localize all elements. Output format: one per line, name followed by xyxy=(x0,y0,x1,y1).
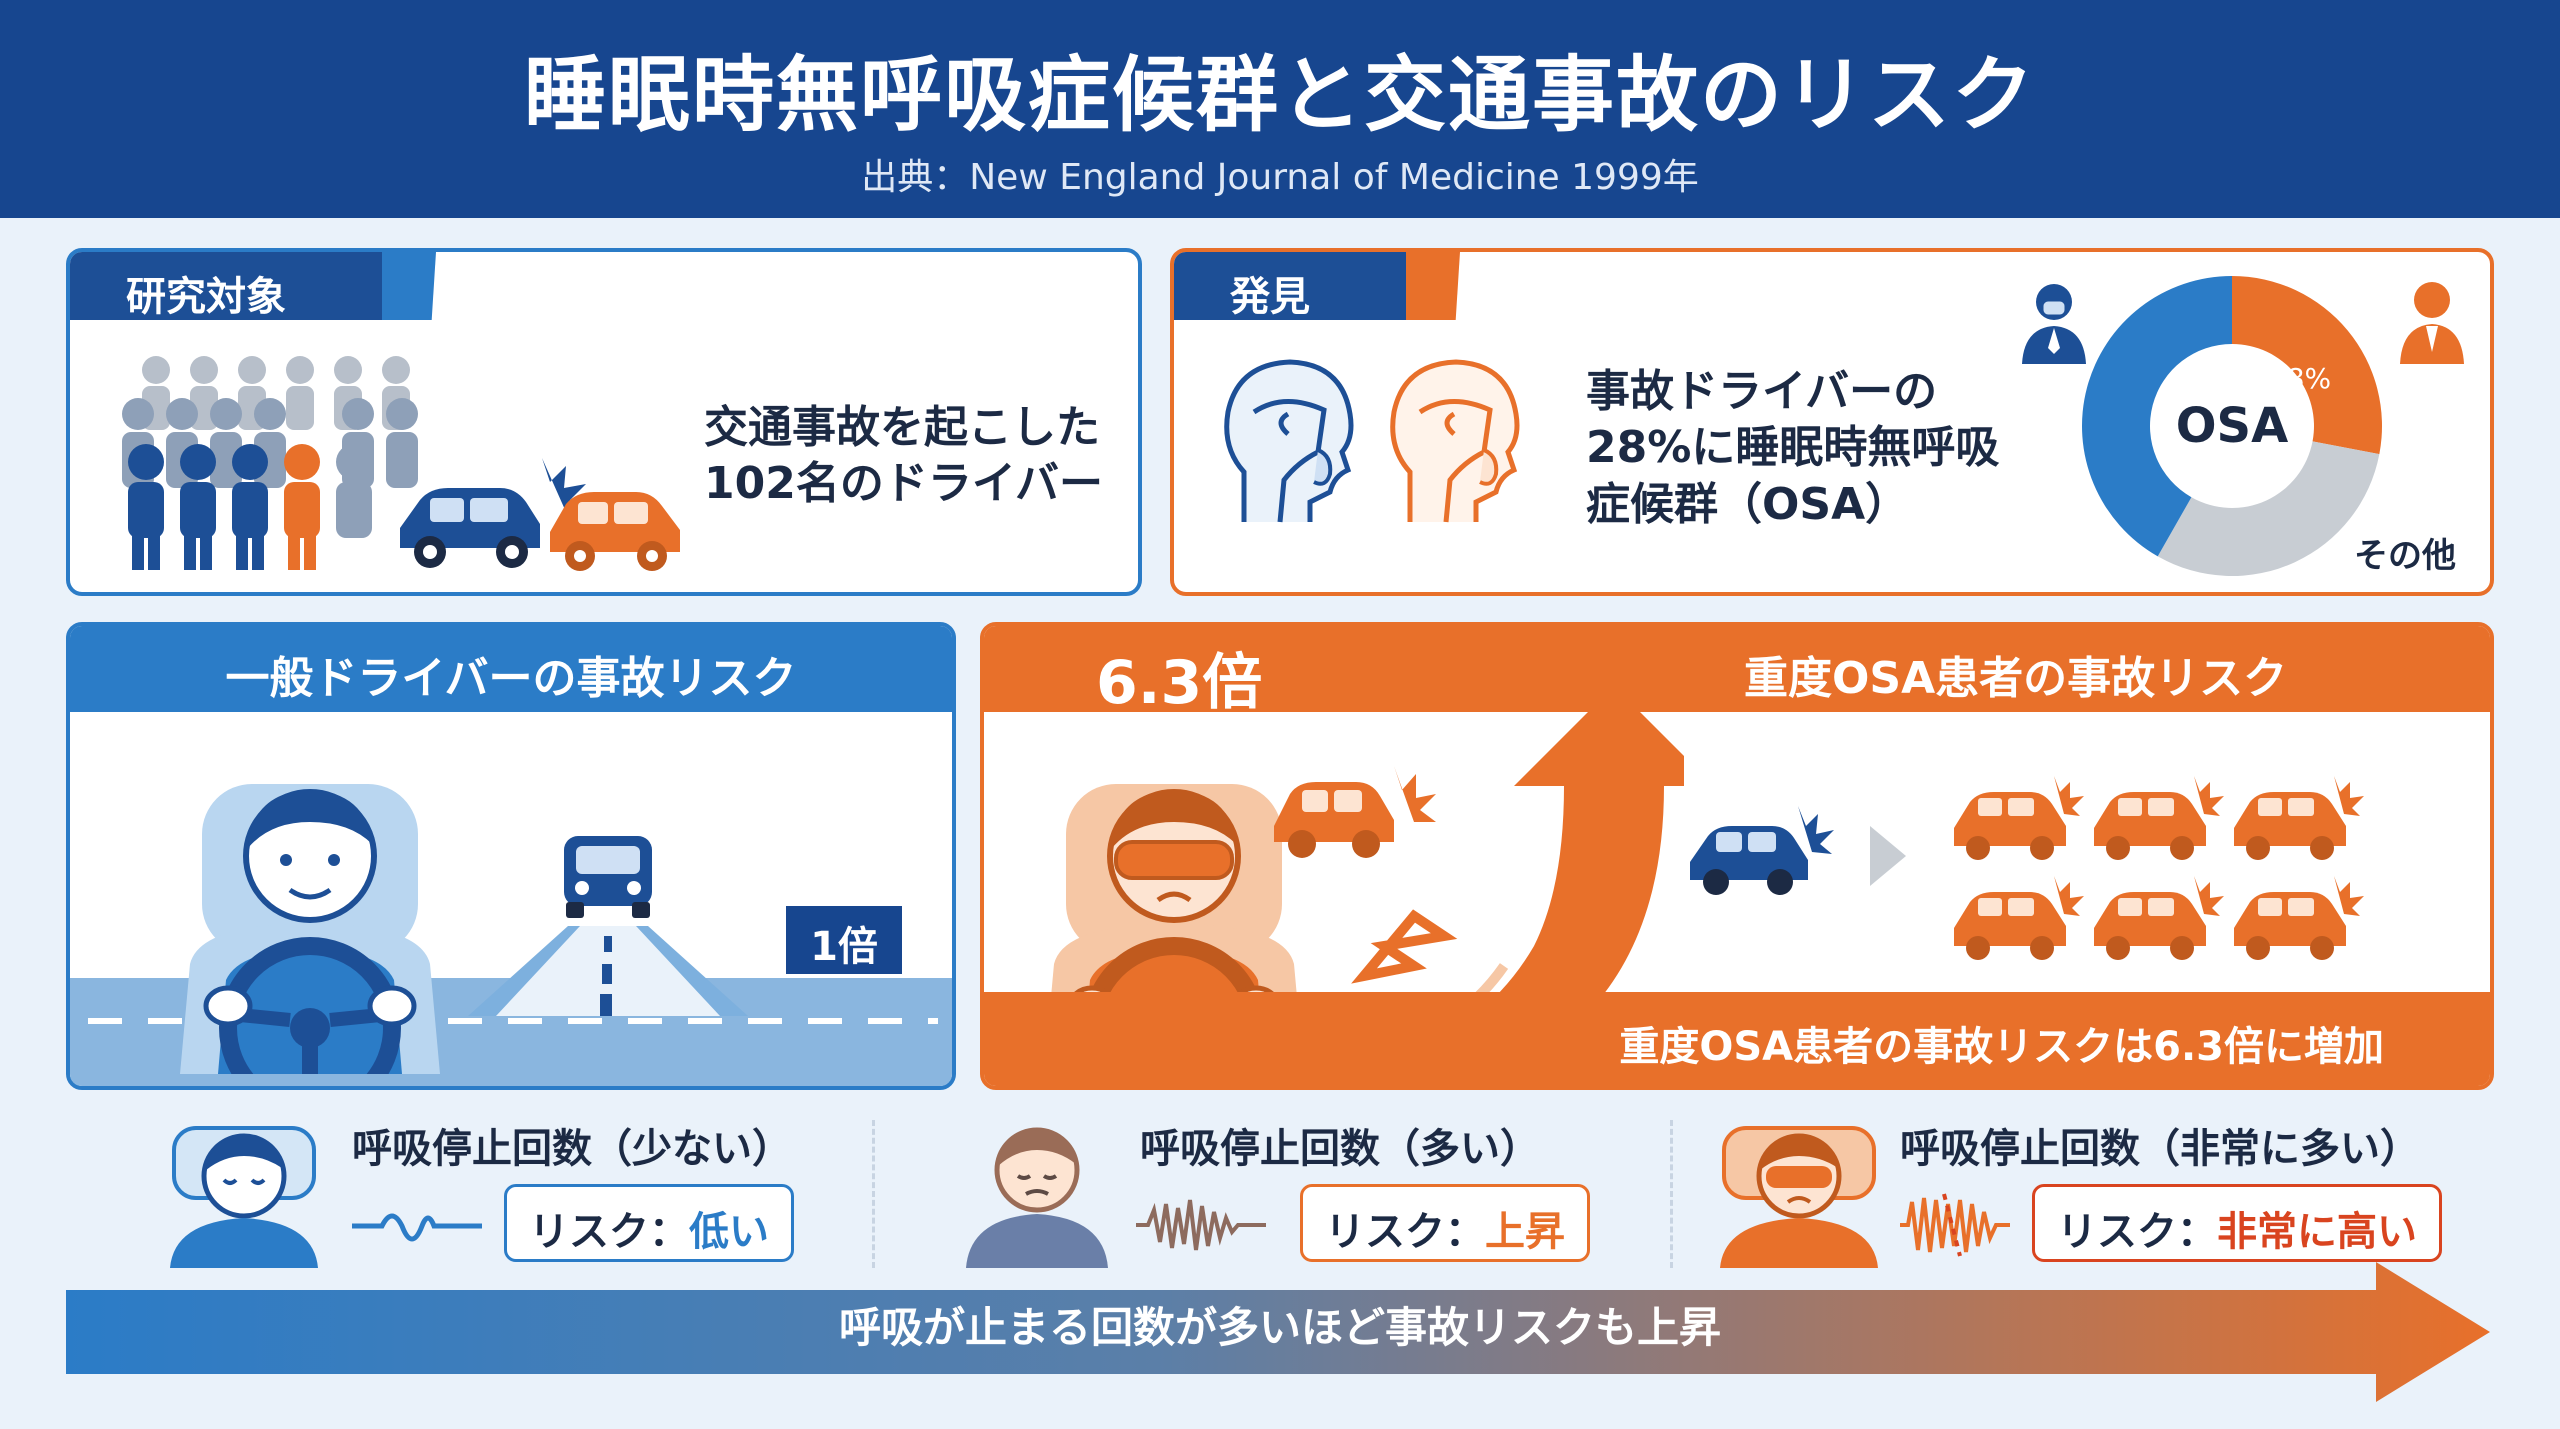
sleeping-person-severe-icon xyxy=(1720,1126,1878,1268)
severe-risk-band: 重度OSA患者の事故リスク xyxy=(984,626,2490,712)
study-text-line1: 交通事故を起こした xyxy=(704,402,1100,453)
level-3-risk-prefix: リスク： xyxy=(2057,1209,2217,1255)
breath-wave-irregular-icon xyxy=(1136,1199,1266,1251)
study-text-line2: 102名のドライバー xyxy=(704,458,1103,510)
road-car-icon xyxy=(468,836,748,1016)
level-2-risk-box: リスク：上昇 xyxy=(1300,1184,1590,1262)
breath-wave-calm-icon xyxy=(352,1213,482,1242)
level-3-title: 呼吸停止回数（非常に多い） xyxy=(1900,1126,2420,1172)
donut-slice-osa xyxy=(2232,276,2382,455)
general-risk-card: 一般ドライバーの事故リスク 1倍 xyxy=(66,622,956,1090)
risk-arrow-text: 呼吸が止まる回数が多いほど事故リスクも上昇 xyxy=(838,1303,1721,1352)
severe-multiplier: 6.3倍 xyxy=(1096,648,1263,718)
businessman-icon xyxy=(2400,282,2464,364)
donut-slice-other-grey xyxy=(2157,441,2380,576)
airway-blue-icon xyxy=(1224,359,1354,523)
finding-text-line3: 症候群（OSA） xyxy=(1586,478,1910,530)
crashed-car-icon xyxy=(2094,776,2224,860)
masked-person-icon xyxy=(2022,284,2086,364)
donut-osa-percent: 28% xyxy=(2269,362,2331,395)
study-tab-label: 研究対象 xyxy=(126,274,286,320)
calm-driver-icon xyxy=(180,784,440,1074)
level-3-risk-box: リスク：非常に高い xyxy=(2032,1184,2442,1262)
level-2-risk-value: 上昇 xyxy=(1485,1209,1565,1255)
general-risk-band: 一般ドライバーの事故リスク xyxy=(70,626,952,712)
level-separator-2 xyxy=(1670,1120,1673,1268)
donut-slice-other-blue xyxy=(2082,276,2232,557)
level-2-title: 呼吸停止回数（多い） xyxy=(1140,1126,1540,1172)
level-1-risk-value: 低い xyxy=(689,1209,769,1255)
airway-orange-icon xyxy=(1390,359,1520,523)
severe-risk-note: 重度OSA患者の事故リスクは6.3倍に増加 xyxy=(984,992,2490,1086)
sleeping-person-calm-icon xyxy=(170,1126,318,1268)
study-card: 研究対象 xyxy=(66,248,1142,596)
crashed-car-icon xyxy=(1954,776,2084,860)
crashed-car-icon xyxy=(2234,876,2364,960)
finding-card: 発見 事故ドライバーの 28%に睡眠時無呼吸 症候群（OSA） OSA 28% … xyxy=(1170,248,2494,596)
finding-tab-label: 発見 xyxy=(1230,274,1310,320)
study-tab-accent xyxy=(382,252,436,320)
general-multiplier-badge: 1倍 xyxy=(786,906,902,974)
severe-risk-card: 重度OSA患者の事故リスク 6.3倍 重度O xyxy=(980,622,2494,1090)
level-2-risk-prefix: リスク： xyxy=(1325,1209,1485,1255)
crash-comparison-icon xyxy=(1690,776,2364,960)
risk-gradient-arrow xyxy=(66,1262,2490,1402)
study-tab: 研究対象 xyxy=(70,252,410,320)
source-citation: 出典：New England Journal of Medicine 1999年 xyxy=(861,157,1699,198)
level-1-risk-box: リスク：低い xyxy=(504,1184,794,1262)
level-1-title: 呼吸停止回数（少ない） xyxy=(352,1126,792,1172)
finding-description: 事故ドライバーの 28%に睡眠時無呼吸 症候群（OSA） xyxy=(1586,364,1999,533)
osa-donut-chart: OSA 28% xyxy=(2082,276,2382,576)
finding-text-line1: 事故ドライバーの xyxy=(1586,366,1938,417)
tired-person-icon xyxy=(966,1127,1108,1268)
finding-tab: 発見 xyxy=(1174,252,1434,320)
crashed-car-icon xyxy=(1954,876,2084,960)
donut-center-label: OSA xyxy=(2176,398,2289,454)
finding-text-line2: 28%に睡眠時無呼吸 xyxy=(1586,422,2000,474)
finding-tab-accent xyxy=(1406,252,1460,320)
driver-crowd-icon xyxy=(122,356,418,570)
level-3-risk-value: 非常に高い xyxy=(2217,1209,2417,1255)
risk-rising-arrow-icon xyxy=(1274,686,1684,1066)
crashed-car-icon xyxy=(2094,876,2224,960)
study-description: 交通事故を起こした 102名のドライバー xyxy=(704,400,1103,513)
page-title: 睡眠時無呼吸症候群と交通事故のリスク xyxy=(523,48,2036,143)
crashed-car-icon xyxy=(2234,776,2364,860)
level-1-risk-prefix: リスク： xyxy=(529,1209,689,1255)
level-separator-1 xyxy=(872,1120,875,1268)
breath-wave-severe-icon xyxy=(1900,1193,2010,1257)
header-banner: 睡眠時無呼吸症候群と交通事故のリスク 出典：New England Journa… xyxy=(0,0,2560,218)
donut-other-label: その他 xyxy=(2354,536,2456,576)
severe-risk-title: 重度OSA患者の事故リスク xyxy=(1744,653,2288,704)
car-crash-icon xyxy=(400,458,680,571)
general-risk-title: 一般ドライバーの事故リスク xyxy=(225,653,797,704)
road-dashes xyxy=(88,1018,938,1024)
